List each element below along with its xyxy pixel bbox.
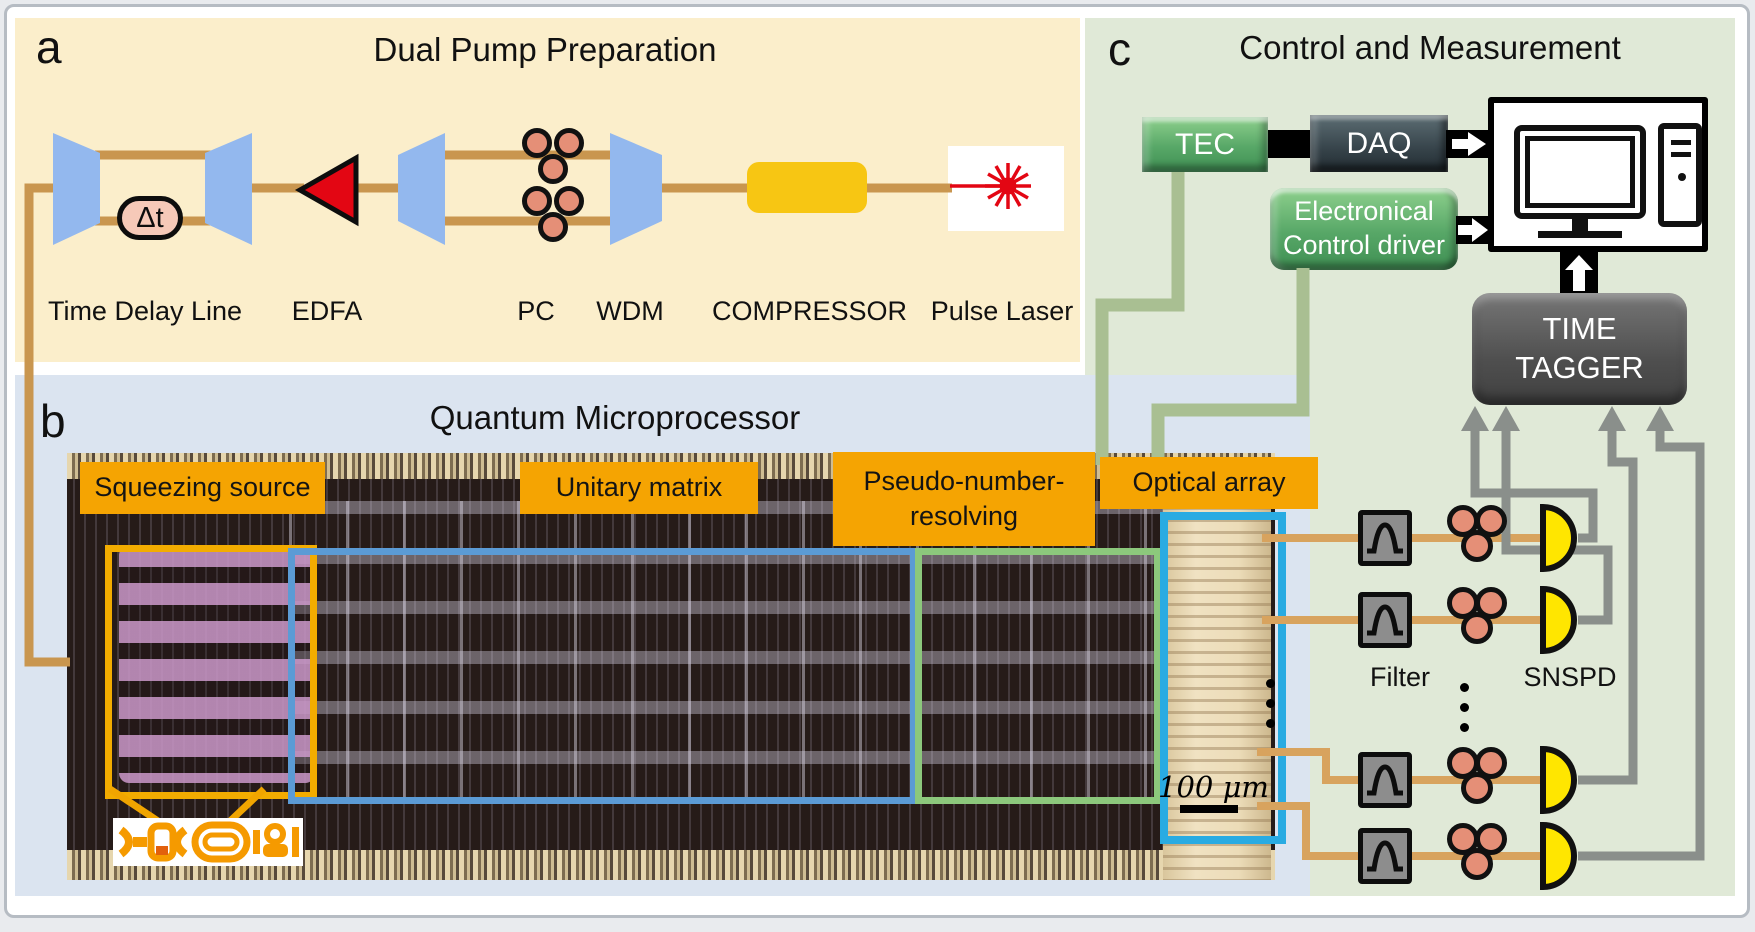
tagger-computer-wire xyxy=(1560,250,1598,295)
ellipsis-channels-icon xyxy=(1460,672,1469,743)
scale-bar xyxy=(1180,805,1238,813)
electronic-control-driver-box: Electronical Control driver xyxy=(1270,188,1458,270)
ellipsis-outputs-icon xyxy=(1266,668,1275,739)
delta-t-label: Δt xyxy=(136,201,164,234)
pc-label: PC xyxy=(517,296,555,326)
filter-label: Filter xyxy=(1370,662,1430,692)
tower-slot xyxy=(1671,152,1691,157)
squeezing-source-tag: Squeezing source xyxy=(80,462,325,514)
filter-icon xyxy=(1358,828,1412,884)
pseudo-number-resolving-outline xyxy=(915,548,1161,804)
optical-array-tag: Optical array xyxy=(1100,457,1318,509)
power-button-icon xyxy=(1678,173,1686,181)
daq-box: DAQ xyxy=(1310,115,1448,172)
compressor-icon xyxy=(747,162,867,213)
squeezer-schematic-inset xyxy=(113,818,303,866)
wdm-label: WDM xyxy=(596,296,664,326)
pseudo-number-resolving-tag: Pseudo-number-resolving xyxy=(833,452,1095,546)
time-delay-line-label: Time Delay Line xyxy=(47,296,243,326)
optical-array-outline xyxy=(1160,512,1286,844)
laser-icon xyxy=(948,146,1064,231)
edfa-label: EDFA xyxy=(291,296,363,326)
computer-icon xyxy=(1488,97,1708,252)
pulse-laser-label: Pulse Laser xyxy=(930,296,1074,326)
panel-c-letter: c xyxy=(1108,23,1131,75)
unitary-matrix-tag: Unitary matrix xyxy=(520,462,758,514)
monitor-base xyxy=(1538,231,1622,238)
panel-c-title: Control and Measurement xyxy=(1239,29,1621,66)
squeezing-source-outline xyxy=(105,545,317,799)
photonic-circuit-icon xyxy=(118,821,299,863)
monitor-screen xyxy=(1525,136,1635,208)
filter-icon xyxy=(1358,592,1412,648)
panel-b-title: Quantum Microprocessor xyxy=(429,399,801,436)
tower-pc-icon xyxy=(1658,123,1702,227)
time-delay-icon: Δt xyxy=(117,196,183,240)
arrow-right-icon xyxy=(1452,132,1486,156)
filter-icon xyxy=(1358,752,1412,808)
arrow-right-icon xyxy=(1458,218,1488,242)
snspd-label: SNSPD xyxy=(1523,662,1617,692)
compressor-label: COMPRESSOR xyxy=(712,296,908,326)
scale-bar-label: 100 μm xyxy=(1158,770,1269,804)
tec-box: TEC xyxy=(1142,117,1268,172)
driver-computer-wire xyxy=(1456,216,1490,244)
panel-a-title: Dual Pump Preparation xyxy=(373,31,717,68)
filter-icon xyxy=(1358,510,1412,566)
unitary-matrix-outline xyxy=(288,548,917,804)
ring-resonator-texture xyxy=(119,545,315,783)
tower-slot xyxy=(1671,140,1691,145)
time-tagger-box: TIME TAGGER xyxy=(1472,293,1687,405)
panel-a-letter: a xyxy=(36,21,62,73)
daq-computer-wire xyxy=(1446,130,1490,158)
monitor-stand xyxy=(1572,217,1588,233)
arrow-up-icon xyxy=(1565,255,1593,291)
monitor-icon xyxy=(1514,125,1646,219)
tec-daq-wire xyxy=(1268,130,1312,158)
